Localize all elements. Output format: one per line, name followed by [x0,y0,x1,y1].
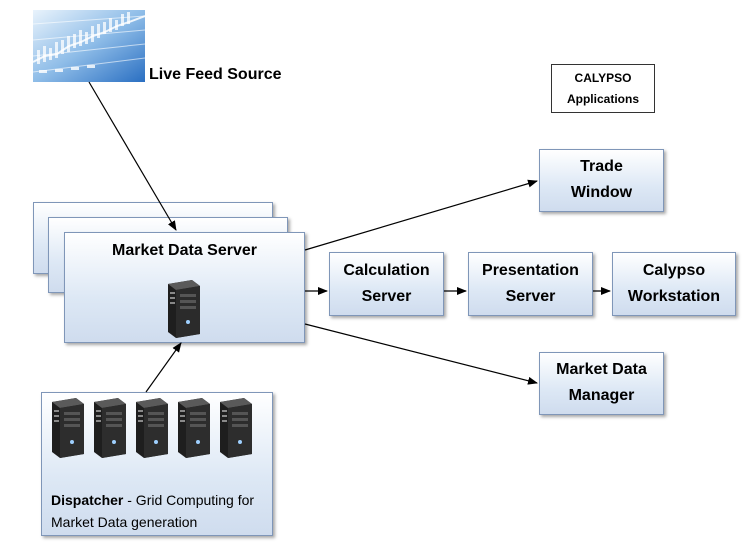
arrow-dispatcher-to-mds [145,342,182,393]
trade-window-box[interactable]: Trade Window [539,149,664,212]
market-data-server-label: Market Data Server [112,242,257,259]
presentation-server-line1: Presentation [482,262,579,279]
arrow-feed-to-mds [88,81,177,231]
trade-window-line1: Trade [580,158,623,175]
calypso-workstation-line2: Workstation [627,288,721,305]
trade-window-line2: Window [570,184,633,201]
server-tower-icon [168,280,200,338]
live-feed-chart-image [33,10,145,82]
calculation-server-box[interactable]: Calculation Server [329,252,444,316]
presentation-server-box[interactable]: Presentation Server [468,252,593,316]
dispatcher-text: Dispatcher - Grid Computing for Market D… [51,489,254,533]
calculation-server-line2: Server [361,288,412,305]
presentation-server-line2: Server [505,288,556,305]
market-data-manager-line2: Manager [568,387,635,404]
dispatcher-title: Dispatcher [51,492,124,508]
dispatcher-line2: Market Data generation [51,514,198,530]
calypso-workstation-box[interactable]: Calypso Workstation [612,252,736,316]
arrow-mds-to-market-data-manager [304,323,538,385]
live-feed-label: Live Feed Source [149,66,282,83]
dispatcher-line1: Dispatcher - Grid Computing for [51,489,254,511]
calypso-note-line1: CALYPSO [574,71,632,85]
market-data-manager-box[interactable]: Market Data Manager [539,352,664,415]
dispatcher-description: - Grid Computing for [123,492,255,508]
arrow-mds-to-trade-window [304,179,538,251]
calypso-note-line2: Applications [566,92,639,106]
calculation-server-line1: Calculation [343,262,430,279]
calypso-workstation-line1: Calypso [642,262,706,279]
calypso-applications-note: CALYPSO Applications [551,64,655,113]
market-data-manager-line1: Market Data [556,361,647,378]
